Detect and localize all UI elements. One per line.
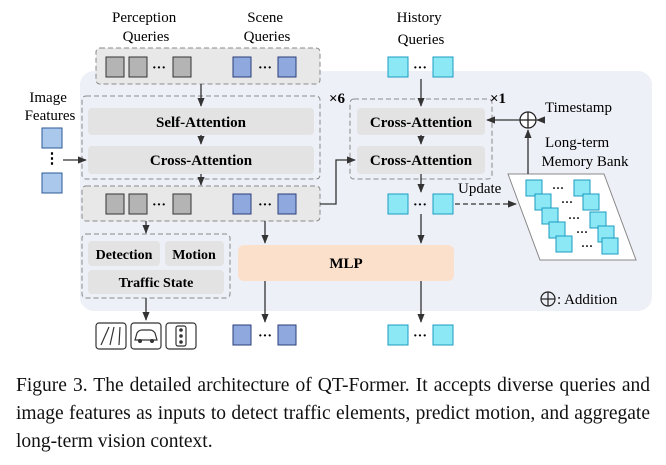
addition-icon: [519, 111, 537, 129]
scene-queries-final: ···: [232, 324, 297, 346]
traffic-state-label: Traffic State: [119, 276, 194, 291]
self-attention-block: [88, 108, 314, 135]
architecture-diagram: Perception Queries Scene Queries History…: [25, 10, 652, 350]
mlp-block: [238, 245, 454, 281]
cross-attention-label: Cross-Attention: [150, 153, 253, 169]
perception-queries-output: ···: [105, 193, 192, 215]
memory-bank-ellipses: ··· ··· ··· ··· ···: [552, 181, 593, 253]
self-attention-label: Self-Attention: [156, 115, 247, 131]
detection-block: [88, 241, 160, 266]
memory-bank-label: Long-term Memory Bank: [541, 135, 629, 170]
perception-queries-input: ···: [105, 56, 192, 78]
lane-icon: [95, 322, 127, 350]
mlp-label: MLP: [329, 256, 362, 272]
history-cross-attention-block-2: [357, 146, 485, 174]
timestamp-label: Timestamp: [545, 100, 612, 116]
svg-text:···: ···: [576, 225, 588, 239]
svg-text:···: ···: [568, 211, 580, 225]
svg-text:···: ···: [258, 198, 272, 213]
task-output-icons: [95, 322, 197, 350]
history-cross-attention-label-1: Cross-Attention: [370, 115, 473, 131]
car-icon: [130, 322, 162, 350]
scene-queries-label: Scene Queries: [244, 10, 291, 45]
svg-text:···: ···: [258, 61, 272, 76]
addition-legend-label: : Addition: [557, 292, 618, 308]
history-queries-final: ···: [387, 324, 454, 346]
figure-number: Figure 3.: [16, 375, 88, 396]
motion-block: [165, 241, 224, 266]
svg-text:···: ···: [413, 329, 427, 344]
cross-attention-block: [88, 146, 314, 174]
svg-text:···: ···: [413, 198, 427, 213]
history-cross-attention-label-2: Cross-Attention: [370, 153, 473, 169]
svg-text:···: ···: [413, 61, 427, 76]
traffic-state-block: [88, 270, 224, 294]
detection-label: Detection: [96, 248, 153, 263]
history-queries-updated: ···: [387, 193, 454, 215]
repeat-main-label: ×6: [329, 91, 346, 107]
svg-text:···: ···: [561, 195, 573, 209]
addition-legend-icon: [540, 291, 556, 307]
scene-queries-input: ···: [232, 56, 297, 78]
svg-text:···: ···: [581, 239, 593, 253]
svg-text:⋮: ⋮: [45, 151, 60, 167]
scene-queries-output: ···: [232, 193, 297, 215]
traffic-light-icon: [165, 322, 197, 350]
svg-text:···: ···: [258, 329, 272, 344]
flow-arrows: [63, 79, 546, 323]
perception-queries-label: Perception Queries: [112, 10, 180, 45]
repeat-history-label: ×1: [490, 91, 506, 107]
history-queries-label: History Queries: [397, 10, 446, 48]
svg-text:···: ···: [152, 61, 166, 76]
history-queries-input: ···: [387, 56, 454, 78]
motion-label: Motion: [172, 248, 216, 263]
svg-text:···: ···: [152, 198, 166, 213]
update-label: Update: [458, 181, 502, 197]
figure-caption: Figure 3. The detailed architecture of Q…: [16, 372, 650, 456]
memory-bank-queries: [525, 179, 619, 255]
image-features-input: ⋮: [41, 127, 63, 194]
history-cross-attention-block-1: [357, 108, 485, 135]
caption-text: The detailed architecture of QT-Former. …: [16, 375, 650, 452]
input-queries-group: [95, 47, 321, 85]
image-features-label: Image Features: [25, 90, 76, 124]
svg-text:···: ···: [552, 181, 564, 195]
